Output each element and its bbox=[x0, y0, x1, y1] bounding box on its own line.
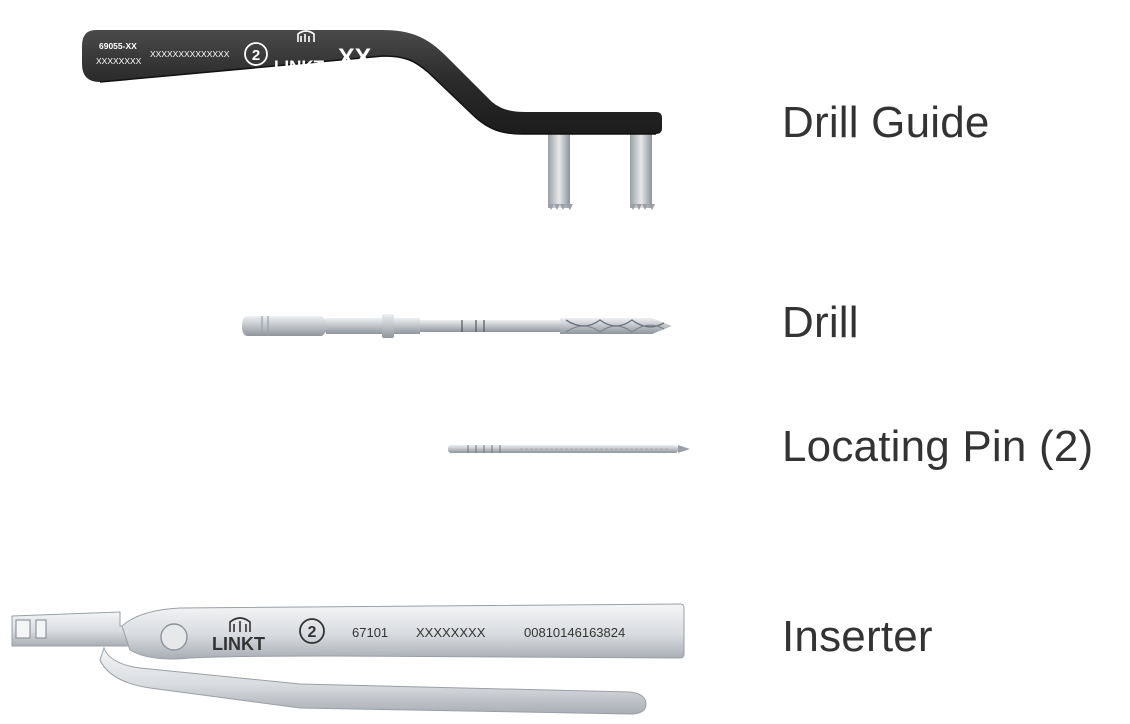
inserter-upper-arm bbox=[121, 603, 685, 660]
inserter-lower-handle bbox=[99, 646, 647, 715]
locating-pin-label: Locating Pin (2) bbox=[782, 422, 1094, 471]
drill-guide-part-number: 69055-XX bbox=[99, 41, 137, 51]
inserter-label: Inserter bbox=[782, 612, 933, 661]
drill-guide-circle-badge bbox=[244, 42, 268, 66]
drill-guide-brand: LINKT bbox=[274, 57, 325, 76]
linkt-logo-icon bbox=[229, 617, 251, 632]
drill-guide-lot: XXXXXXXX bbox=[96, 56, 142, 66]
inserter-pivot bbox=[160, 623, 188, 651]
inserter-circle-badge bbox=[299, 618, 325, 644]
inserter-part-number: 67101 bbox=[352, 625, 388, 640]
inserter-circle-number: 2 bbox=[308, 624, 317, 641]
inserter-brand: LINKT bbox=[212, 634, 265, 654]
locating-pin-illustration bbox=[448, 445, 690, 453]
inserter-illustration: LINKT 2 67101 XXXXXXXX 00810146163824 bbox=[11, 603, 685, 715]
drill-guide-body bbox=[82, 30, 662, 134]
drill-guide-label: Drill Guide bbox=[782, 98, 990, 147]
inserter-lot: XXXXXXXX bbox=[416, 625, 486, 640]
drill-guide-sleeve-right bbox=[630, 132, 652, 208]
drill-guide-udi: XXXXXXXXXXXXXX bbox=[150, 49, 230, 59]
drill-guide-size: XX bbox=[338, 44, 372, 72]
drill-guide-illustration: 69055-XX XXXXXXXX XXXXXXXXXXXXXX 2 LINKT… bbox=[82, 30, 662, 210]
linkt-logo-icon bbox=[297, 30, 315, 42]
drill-shank bbox=[242, 316, 326, 336]
drill-label: Drill bbox=[782, 298, 859, 347]
drill-illustration bbox=[242, 314, 672, 338]
inserter-udi: 00810146163824 bbox=[524, 625, 625, 640]
drill-guide-sleeve-left bbox=[548, 132, 570, 208]
drill-guide-circle-number: 2 bbox=[252, 47, 260, 64]
